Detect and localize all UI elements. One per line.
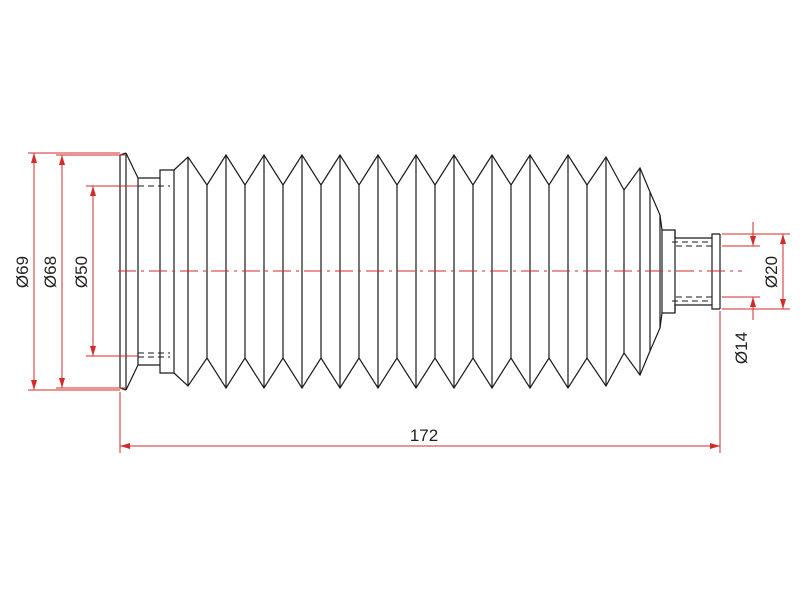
hidden-lines	[138, 185, 712, 358]
dim-label-length: 172	[410, 426, 438, 445]
small-end-top	[662, 229, 720, 239]
bellows-top-profile	[173, 153, 663, 231]
dim-label-d14: Ø14	[732, 332, 751, 364]
dim-label-d68: Ø68	[41, 256, 60, 288]
small-end-bottom	[662, 304, 720, 314]
dimension-arrows	[31, 153, 786, 449]
flange-to-collar-bottom	[125, 364, 139, 391]
dim-label-d50: Ø50	[72, 256, 91, 288]
collar-step-top	[138, 169, 174, 179]
collar-step-bottom	[138, 364, 174, 374]
dim-label-d69: Ø69	[13, 256, 32, 288]
dimension-lines	[28, 152, 790, 453]
bellows-bottom-profile	[173, 312, 663, 390]
flange-to-collar-top	[125, 152, 139, 179]
dim-label-d20: Ø20	[762, 256, 781, 288]
